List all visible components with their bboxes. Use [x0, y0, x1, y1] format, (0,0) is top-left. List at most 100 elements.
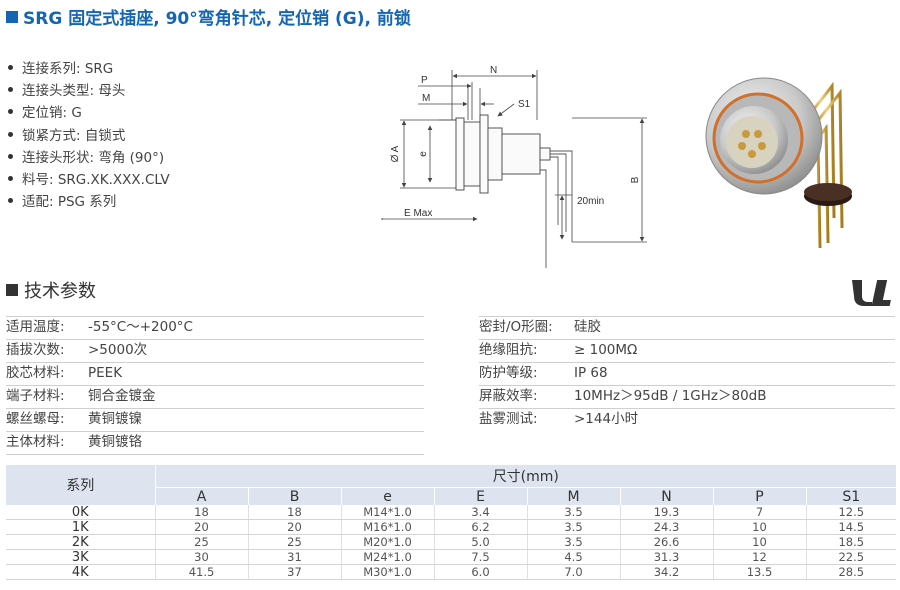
column-header: N	[619, 487, 713, 505]
label-20min: 20min	[577, 196, 604, 207]
table-cell: 13.5	[712, 564, 806, 580]
table-row: 4K 41.5 37 M30*1.0 6.0 7.0 34.2 13.5 28.…	[6, 564, 897, 580]
table-row: 0K 18 18 M14*1.0 3.4 3.5 19.3 7 12.5	[6, 505, 897, 520]
param-value: 10MHz＞95dB / 1GHz＞80dB	[574, 388, 767, 404]
column-header: A	[154, 487, 248, 505]
column-header: e	[340, 487, 434, 505]
table-cell: M14*1.0	[340, 505, 434, 520]
table-cell: 2K	[6, 534, 155, 550]
table-cell: 31	[247, 549, 341, 565]
spec-item: 连接系列: SRG	[8, 58, 170, 80]
param-row: 主体材料:黄铜镀铬	[6, 432, 424, 455]
table-cell: 20	[154, 519, 248, 535]
table-cell: 34.2	[619, 564, 713, 580]
ul-recognized-icon	[852, 280, 891, 306]
param-row: 密封/O形圈: 硅胶	[479, 316, 895, 340]
size-header: 尺寸(mm)	[154, 465, 897, 488]
table-cell: 26.6	[619, 534, 713, 550]
table-cell: 5.0	[433, 534, 527, 550]
param-value: >144小时	[574, 411, 639, 427]
table-cell: 18.5	[805, 534, 897, 550]
section-square-icon	[6, 284, 18, 296]
param-key: 端子材料:	[6, 388, 65, 404]
table-cell: M20*1.0	[340, 534, 434, 550]
params-left-list: 适用温度:-55°C～+200°C 插拔次数:>5000次 胶芯材料:PEEK …	[6, 316, 424, 455]
table-cell: 6.2	[433, 519, 527, 535]
table-cell: 22.5	[805, 549, 897, 565]
param-value: ≥ 100MΩ	[574, 342, 638, 358]
table-cell: 12	[712, 549, 806, 565]
column-header: S1	[805, 487, 897, 505]
table-row: 1K 20 20 M16*1.0 6.2 3.5 24.3 10 14.5	[6, 519, 897, 535]
param-value: PEEK	[88, 365, 123, 381]
table-cell: 3.5	[526, 534, 620, 550]
table-cell: 4K	[6, 564, 155, 580]
params-right-list: 密封/O形圈: 硅胶 绝缘阻抗: ≥ 100MΩ 防护等级: IP 68 屏蔽效率:1…	[479, 316, 895, 431]
param-value: 黄铜镀镍	[88, 411, 142, 427]
table-cell: M24*1.0	[340, 549, 434, 565]
param-row: 盐雾测试: >144小时	[479, 409, 895, 431]
table-cell: M16*1.0	[340, 519, 434, 535]
label-p: P	[421, 75, 428, 86]
connector-photo	[705, 77, 852, 249]
param-row: 螺丝螺母: 黄铜镀镍	[6, 409, 424, 432]
label-s1: S1	[518, 99, 531, 110]
table-cell: 14.5	[805, 519, 897, 535]
label-a: Ø A	[390, 145, 401, 162]
page-title: SRG 固定式插座, 90°弯角针芯, 定位销 (G), 前锁	[6, 4, 411, 29]
param-key: 盐雾测试:	[479, 411, 538, 427]
param-key: 密封/O形圈:	[479, 319, 553, 335]
table-cell: 0K	[6, 505, 155, 520]
table-cell: 3.5	[526, 519, 620, 535]
table-cell: 1K	[6, 519, 155, 535]
label-e: e	[418, 151, 429, 157]
param-key: 绝缘阻抗:	[479, 342, 538, 358]
param-row: 端子材料: 铜合金镀金	[6, 386, 424, 409]
table-cell: 10	[712, 534, 806, 550]
title-square-icon	[6, 11, 18, 23]
spec-list: 连接系列: SRG 连接头类型: 母头 定位销: G 锁紧方式: 自锁式 连接头…	[8, 58, 170, 213]
param-row: 适用温度:-55°C～+200°C	[6, 316, 424, 340]
param-value: 硅胶	[574, 319, 601, 335]
param-key: 螺丝螺母:	[6, 411, 65, 427]
param-key: 防护等级:	[479, 365, 538, 381]
table-cell: 18	[154, 505, 248, 520]
column-header: B	[247, 487, 341, 505]
series-header: 系列	[6, 465, 155, 505]
table-cell: 18	[247, 505, 341, 520]
table-cell: 25	[154, 534, 248, 550]
param-row: 屏蔽效率:10MHz＞95dB / 1GHz＞80dB	[479, 386, 895, 409]
table-cell: 7.0	[526, 564, 620, 580]
table-cell: 24.3	[619, 519, 713, 535]
label-emax: E Max	[404, 208, 432, 219]
table-cell: 19.3	[619, 505, 713, 520]
table-cell: 28.5	[805, 564, 897, 580]
label-b: B	[630, 176, 641, 183]
table-row: 2K 25 25 M20*1.0 5.0 3.5 26.6 10 18.5	[6, 534, 897, 550]
table-cell: 25	[247, 534, 341, 550]
spec-item: 连接头形状: 弯角 (90°)	[8, 147, 170, 169]
spec-item: 锁紧方式: 自锁式	[8, 125, 170, 147]
param-value: >5000次	[88, 342, 148, 358]
table-cell: 4.5	[526, 549, 620, 565]
table-cell: 20	[247, 519, 341, 535]
label-n: N	[490, 65, 497, 76]
table-cell: 30	[154, 549, 248, 565]
column-header: E	[433, 487, 527, 505]
spec-item: 定位销: G	[8, 102, 170, 124]
dimension-table: 系列 尺寸(mm) A B e E M N P S1 0K 18 18 M14*…	[6, 465, 897, 580]
section-title-tech-params: 技术参数	[6, 277, 96, 303]
connector-pins	[540, 150, 573, 268]
connector-side-view	[455, 114, 551, 194]
table-cell: 3K	[6, 549, 155, 565]
param-key: 插拔次数:	[6, 342, 65, 358]
column-header: M	[526, 487, 620, 505]
table-cell: 7	[712, 505, 806, 520]
param-value: 铜合金镀金	[88, 388, 156, 404]
param-value: IP 68	[574, 365, 608, 381]
spec-item: 料号: SRG.XK.XXX.CLV	[8, 169, 170, 191]
spec-item: 连接头类型: 母头	[8, 80, 170, 102]
label-m: M	[422, 93, 430, 104]
param-key: 胶芯材料:	[6, 365, 65, 381]
table-cell: M30*1.0	[340, 564, 434, 580]
